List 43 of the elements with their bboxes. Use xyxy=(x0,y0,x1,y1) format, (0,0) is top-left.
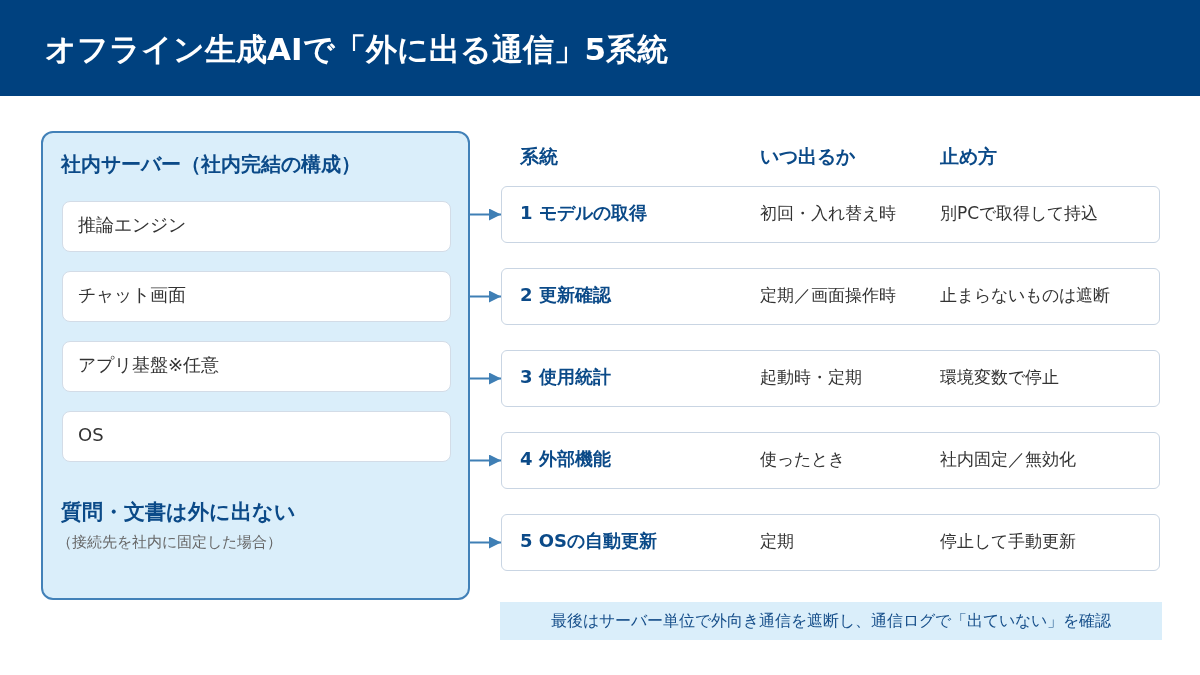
note-text: 最後はサーバー単位で外向き通信を遮断し、通信ログで「出ていない」を確認 xyxy=(551,611,1111,631)
channel-row xyxy=(501,514,1160,571)
channel-name: 3 使用統計 xyxy=(520,366,611,389)
server-panel xyxy=(41,131,470,600)
channel-name: 1 モデルの取得 xyxy=(520,202,647,225)
component-name: チャット画面 xyxy=(78,284,186,307)
channel-row xyxy=(501,268,1160,325)
column-header: いつ出るか xyxy=(760,145,855,169)
component-card xyxy=(62,341,451,392)
channel-name: 2 更新確認 xyxy=(520,284,611,307)
arrow xyxy=(469,454,502,467)
component-name: OS xyxy=(78,424,104,447)
channel-row xyxy=(501,432,1160,489)
channel-name: 4 外部機能 xyxy=(520,448,611,471)
countermeasure-text: 環境変数で停止 xyxy=(940,367,1059,389)
column-header: 系統 xyxy=(520,145,558,169)
timing-text: 起動時・定期 xyxy=(760,367,862,389)
arrow xyxy=(469,536,502,549)
countermeasure-text: 止まらないものは遮断 xyxy=(940,285,1110,307)
component-card xyxy=(62,271,451,322)
component-name: 推論エンジン xyxy=(78,214,186,237)
channel-row xyxy=(501,350,1160,407)
timing-text: 定期／画面操作時 xyxy=(760,285,896,307)
column-header: 止め方 xyxy=(940,145,997,169)
component-card xyxy=(62,201,451,252)
panel-note: 質問・文書は外に出ない xyxy=(61,499,296,526)
timing-text: 定期 xyxy=(760,531,794,553)
panel-subnote: （接続先を社内に固定した場合） xyxy=(57,533,282,552)
title: オフライン生成AIで「外に出る通信」5系統 xyxy=(45,31,669,69)
component-card xyxy=(62,411,451,462)
arrow xyxy=(469,208,502,221)
arrow xyxy=(469,290,502,303)
note-band xyxy=(500,602,1162,640)
timing-text: 初回・入れ替え時 xyxy=(760,203,896,225)
component-name: アプリ基盤※任意 xyxy=(78,354,220,377)
channel-name: 5 OSの自動更新 xyxy=(520,530,658,553)
countermeasure-text: 停止して手動更新 xyxy=(940,531,1076,553)
countermeasure-text: 別PCで取得して持込 xyxy=(940,203,1099,225)
channel-row xyxy=(501,186,1160,243)
timing-text: 使ったとき xyxy=(760,449,845,471)
panel-heading: 社内サーバー（社内完結の構成） xyxy=(61,152,361,177)
countermeasure-text: 社内固定／無効化 xyxy=(940,449,1076,471)
arrow xyxy=(469,372,502,385)
